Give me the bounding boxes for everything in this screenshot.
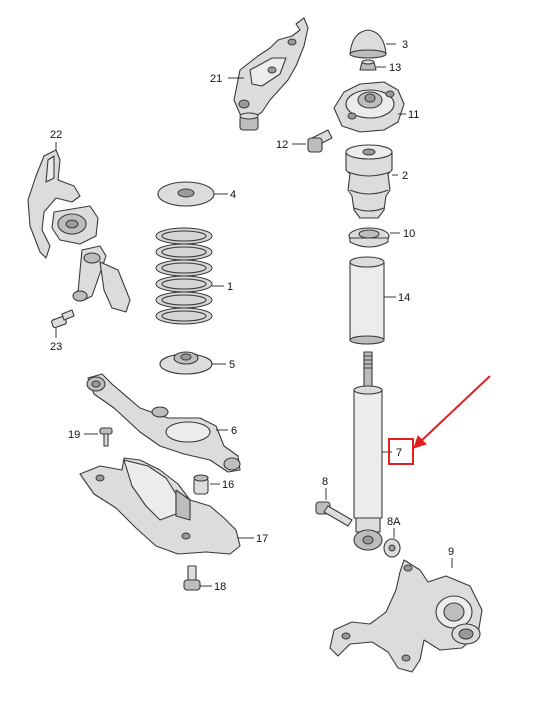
callout-22: 22 xyxy=(50,129,62,141)
highlight-box xyxy=(388,438,414,465)
part-22-bracket xyxy=(27,142,131,313)
part-4-upper-spring-seat xyxy=(157,181,228,207)
callout-14: 14 xyxy=(398,292,410,304)
callout-7: 7 xyxy=(396,447,402,459)
callout-5: 5 xyxy=(229,359,235,371)
part-17-shield xyxy=(79,457,254,555)
part-1-coil-spring xyxy=(155,227,224,325)
part-6-control-arm xyxy=(86,373,241,473)
callout-19: 19 xyxy=(68,429,80,441)
callout-18: 18 xyxy=(214,581,226,593)
part-5-lower-spring-seat xyxy=(159,351,226,375)
callout-8a: 8A xyxy=(387,516,401,528)
part-23-bolt xyxy=(51,309,75,338)
callout-4: 4 xyxy=(230,189,236,201)
part-3-cap xyxy=(349,29,396,59)
callout-6: 6 xyxy=(231,425,237,437)
callout-23: 23 xyxy=(50,341,62,353)
callout-12: 12 xyxy=(276,139,288,151)
part-12-bolt xyxy=(292,129,333,153)
part-14-dust-boot xyxy=(349,256,396,345)
part-7-shock-absorber xyxy=(353,351,392,551)
callout-17: 17 xyxy=(256,533,268,545)
part-21-upper-bracket xyxy=(228,17,309,131)
highlight-arrow-head xyxy=(413,435,427,449)
highlight-arrow-shaft xyxy=(419,375,491,443)
callout-1: 1 xyxy=(227,281,233,293)
callout-8: 8 xyxy=(322,476,328,488)
part-11-strut-mount xyxy=(333,81,406,133)
part-18-bolt xyxy=(183,565,212,591)
part-10-spring-seat xyxy=(348,227,400,248)
part-8a-washer xyxy=(383,528,401,558)
part-2-bump-stop xyxy=(345,144,398,219)
callout-13: 13 xyxy=(389,62,401,74)
part-19-bolt xyxy=(84,427,113,447)
callout-3: 3 xyxy=(402,39,408,51)
part-8-bolt xyxy=(315,488,353,527)
callout-11: 11 xyxy=(408,109,419,121)
part-9-wheel-carrier xyxy=(329,558,483,673)
highlight-part-7: 7 xyxy=(388,375,491,465)
callout-9: 9 xyxy=(448,546,454,558)
callout-21: 21 xyxy=(210,73,222,85)
callout-2: 2 xyxy=(402,170,408,182)
part-16-bushing xyxy=(193,474,220,495)
callout-10: 10 xyxy=(403,228,415,240)
callout-16: 16 xyxy=(222,479,234,491)
part-13-nut xyxy=(359,59,386,71)
